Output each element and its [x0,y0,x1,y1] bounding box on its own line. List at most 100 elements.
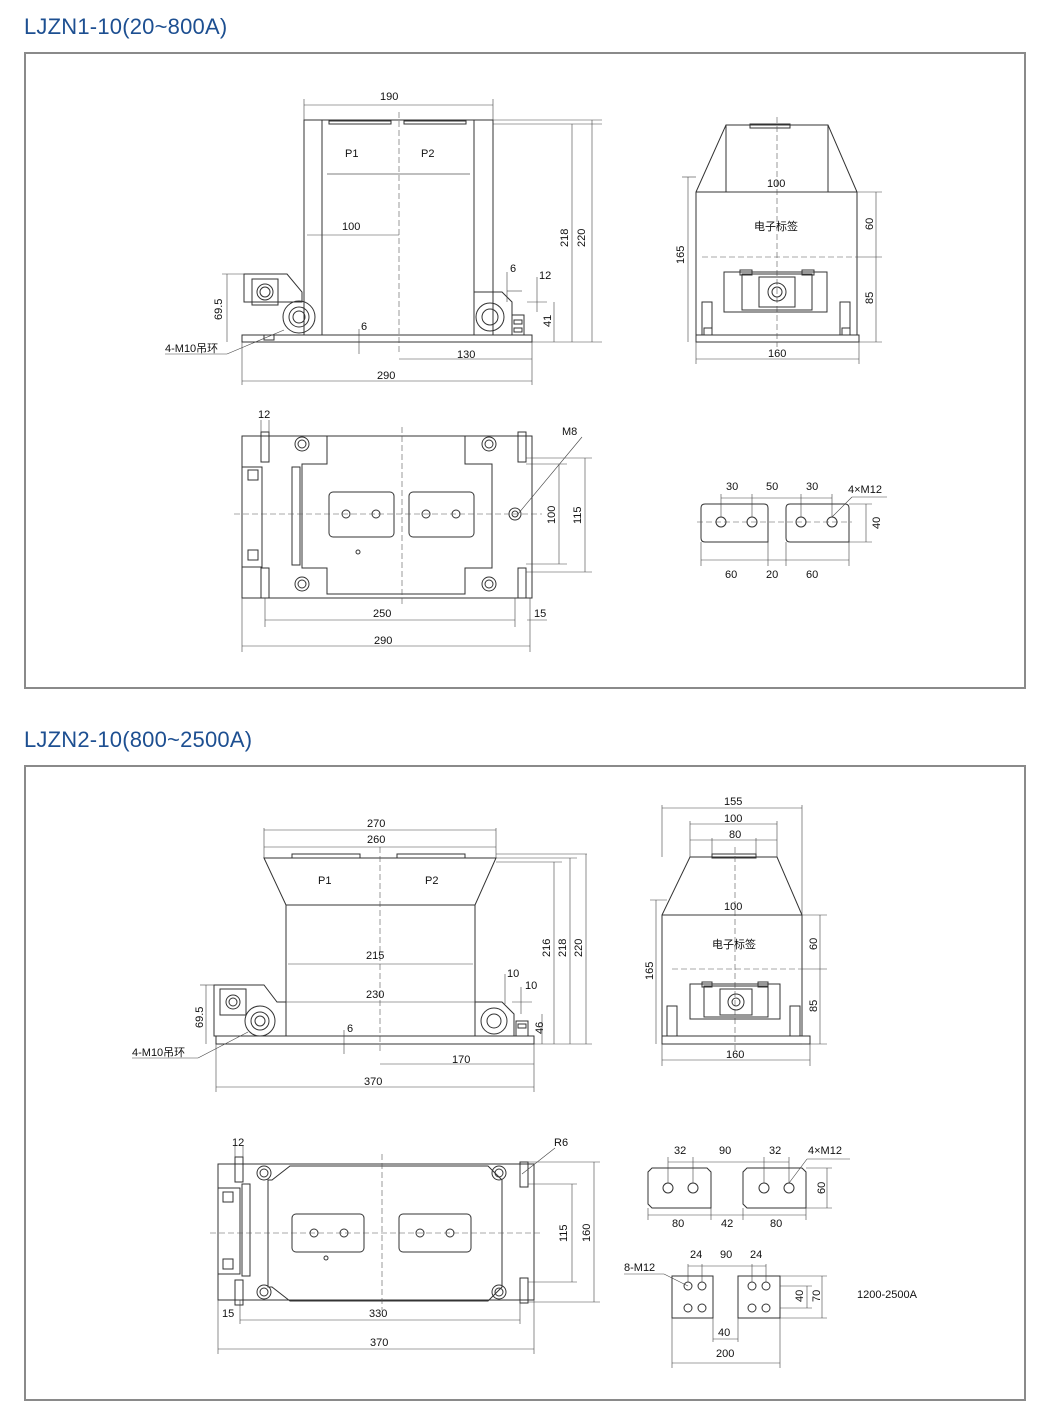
s1-top-dim-250: 250 [373,608,391,620]
s1-top-dim-12: 12 [258,409,270,421]
s2-side-view: 155 100 80 100 165 60 85 160 电子标签 [644,796,827,1066]
s1-front-dim-12: 12 [539,270,551,282]
s1-top-dim-m8: M8 [562,426,577,438]
s1-front-lifting-label: 4-M10吊环 [165,342,218,355]
s1-side-dim-100: 100 [767,178,785,190]
s2-termb-dim-24b: 24 [750,1249,762,1261]
s1-front-dim-6a: 6 [510,263,516,275]
s1-front-dim-130: 130 [457,349,475,361]
s1-top-dim-290: 290 [374,635,392,647]
s1-terminal-detail: 30 50 30 4×M12 40 60 20 60 [697,481,887,581]
s1-term-dim-30b: 30 [806,481,818,493]
s2-termb-m12: 8-M12 [624,1262,655,1274]
s1-top-dim-15: 15 [534,608,546,620]
s1-top-dim-115: 115 [572,506,584,524]
s2-terma-dim-80b: 80 [770,1218,782,1230]
s2-top-dim-330: 330 [369,1308,387,1320]
s2-side-dim-80: 80 [729,829,741,841]
s2-terminal-detail-b: 24 90 24 8-M12 40 70 40 200 1200-2500A [624,1249,918,1368]
s2-top-dim-160: 160 [581,1224,593,1242]
s2-terma-dim-60: 60 [816,1182,828,1194]
s2-side-dim-155: 155 [724,796,742,808]
s1-term-dim-20: 20 [766,569,778,581]
s2-front-dim-6: 6 [347,1023,353,1035]
s2-front-lifting-label: 4-M10吊环 [132,1046,185,1059]
s2-front-dim-170: 170 [452,1054,470,1066]
s1-term-m12: 4×M12 [848,484,882,496]
s2-terma-dim-90: 90 [719,1145,731,1157]
s1-front-dim-290: 290 [377,370,395,382]
s2-side-nameplate: 电子标签 [712,937,756,951]
section2-title: LJZN2-10(800~2500A) [24,727,253,752]
s1-side-nameplate: 电子标签 [754,219,798,233]
s2-terma-dim-32a: 32 [674,1145,686,1157]
s1-top-view: 12 M8 100 115 250 15 290 [234,409,592,652]
s2-termb-dim-40v: 40 [794,1290,806,1302]
s2-front-dim-216: 216 [541,939,553,957]
s2-termb-dim-70: 70 [811,1290,823,1302]
s2-terma-dim-42: 42 [721,1218,733,1230]
section1-panel: 190 218 220 100 6 12 69.5 41 6 130 290 P… [24,52,1026,689]
s2-front-p2: P2 [425,875,438,887]
s2-termb-dim-90: 90 [720,1249,732,1261]
s2-front-view: 270 260 216 218 220 215 230 10 10 69.5 4… [132,818,592,1092]
s1-front-dim-218: 218 [559,229,571,247]
s2-termb-dim-200: 200 [716,1348,734,1360]
s1-front-dim-69-5: 69.5 [213,299,225,320]
s2-front-dim-220: 220 [573,939,585,957]
s2-top-dim-370: 370 [370,1337,388,1349]
s1-front-view: 190 218 220 100 6 12 69.5 41 6 130 290 P… [165,91,602,385]
s1-term-dim-60a: 60 [725,569,737,581]
s2-side-dim-85: 85 [808,1000,820,1012]
s1-term-dim-60b: 60 [806,569,818,581]
s2-top-view: 12 R6 115 160 15 330 370 [210,1137,600,1354]
s2-side-dim-160: 160 [726,1049,744,1061]
s1-term-dim-50: 50 [766,481,778,493]
s1-side-dim-165: 165 [675,246,687,264]
section1-drawing: 190 218 220 100 6 12 69.5 41 6 130 290 P… [165,91,887,652]
s2-side-dim-60: 60 [808,938,820,950]
s2-terminal-detail-a: 32 90 32 4×M12 60 80 42 80 [647,1145,850,1230]
s1-front-dim-190: 190 [380,91,398,103]
s2-terma-dim-32b: 32 [769,1145,781,1157]
s1-front-dim-100: 100 [342,221,360,233]
s1-side-dim-60: 60 [864,218,876,230]
s1-front-dim-220: 220 [576,229,588,247]
s2-front-dim-10a: 10 [507,968,519,980]
s2-termb-dim-40h: 40 [718,1327,730,1339]
s1-side-view: 100 165 60 85 160 电子标签 [675,117,882,364]
s1-front-p1: P1 [345,148,358,160]
s1-side-dim-160: 160 [768,348,786,360]
s1-side-dim-85: 85 [864,292,876,304]
s2-front-dim-46: 46 [534,1022,546,1034]
s1-top-dim-100: 100 [546,506,558,524]
s2-top-dim-r6: R6 [554,1137,568,1149]
s2-terma-m12: 4×M12 [808,1145,842,1157]
s1-front-dim-6b: 6 [361,321,367,333]
s2-side-dim-165: 165 [644,962,656,980]
s2-front-dim-370: 370 [364,1076,382,1088]
section1-title: LJZN1-10(20~800A) [24,14,228,39]
s2-termb-range: 1200-2500A [857,1289,918,1301]
section2-drawing: 270 260 216 218 220 215 230 10 10 69.5 4… [132,796,918,1368]
s2-terma-dim-80a: 80 [672,1218,684,1230]
s2-top-dim-12: 12 [232,1137,244,1149]
s2-front-dim-69-5: 69.5 [194,1007,206,1028]
section2-panel: 270 260 216 218 220 215 230 10 10 69.5 4… [24,765,1026,1401]
s2-front-dim-260: 260 [367,834,385,846]
s2-top-dim-15: 15 [222,1308,234,1320]
s1-term-dim-30a: 30 [726,481,738,493]
s2-front-dim-218: 218 [557,939,569,957]
s2-side-dim-100b: 100 [724,901,742,913]
s1-term-dim-40: 40 [871,517,883,529]
s1-front-dim-41: 41 [542,315,554,327]
s2-side-dim-100a: 100 [724,813,742,825]
s2-front-dim-10b: 10 [525,980,537,992]
s2-termb-dim-24a: 24 [690,1249,702,1261]
s1-front-p2: P2 [421,148,434,160]
s2-top-dim-115: 115 [558,1224,570,1242]
s2-front-dim-270: 270 [367,818,385,830]
s2-front-dim-230: 230 [366,989,384,1001]
s2-front-dim-215: 215 [366,950,384,962]
s2-front-p1: P1 [318,875,331,887]
